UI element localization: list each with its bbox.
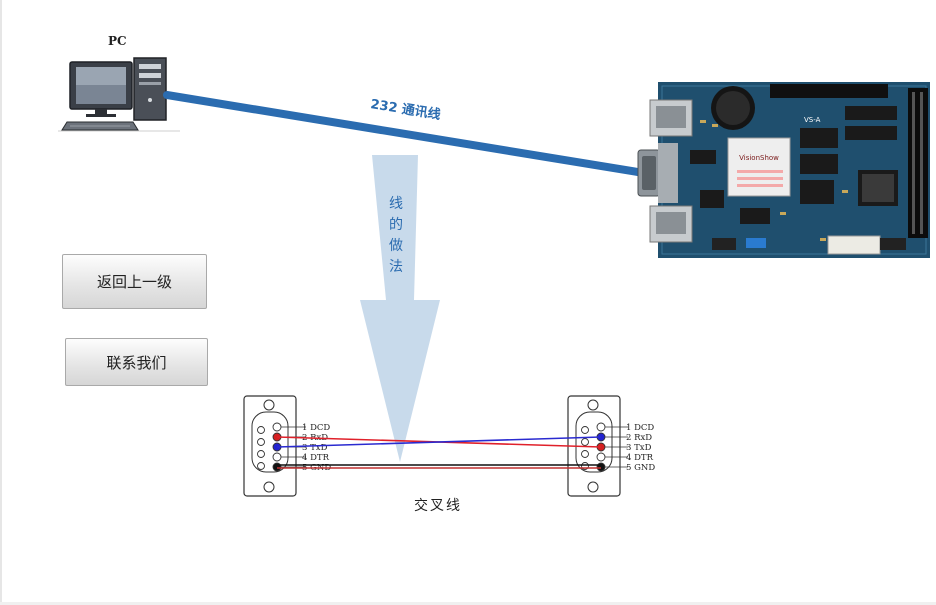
down-arrow: [360, 155, 440, 462]
right-pin-labels: 1 DCD 2 RxD 3 TxD 4 DTR 5 GND: [626, 423, 655, 473]
page-frame-left: [0, 0, 2, 605]
left-pin-label: 4 DTR: [302, 453, 330, 463]
board-brand-text: VisionShow: [739, 154, 779, 162]
arrow-label-char: 法: [389, 259, 403, 275]
arrow-label: 线 的 做 法: [389, 196, 403, 275]
arrow-label-char: 线: [389, 196, 403, 212]
pc-computer-icon: [58, 57, 180, 132]
rs232-cable: [163, 91, 654, 178]
left-pin-label: 1 DCD: [302, 423, 330, 433]
controller-board-image: VisionShow VS-A: [637, 82, 930, 258]
pc-label: PC: [108, 34, 127, 48]
left-pin-label: 3 TxD: [302, 443, 328, 453]
right-pin-label: 2 RxD: [626, 433, 652, 443]
arrow-label-char: 的: [389, 217, 403, 233]
contact-us-button[interactable]: 联系我们: [65, 338, 208, 386]
crossover-caption: 交叉线: [414, 498, 462, 514]
board-model-text: VS-A: [804, 116, 821, 124]
right-pin-label: 4 DTR: [626, 453, 654, 463]
wire-blue: [276, 436, 602, 448]
right-pin-label: 3 TxD: [626, 443, 652, 453]
left-db9-connector: [243, 395, 306, 497]
cable-label: 232 通讯线: [369, 96, 441, 123]
back-button[interactable]: 返回上一级: [62, 254, 207, 309]
crossover-wires: [276, 436, 602, 469]
arrow-label-char: 做: [389, 238, 403, 254]
page-frame-bottom: [0, 602, 936, 605]
right-pin-label: 1 DCD: [626, 423, 654, 433]
right-pin-label: 5 GND: [626, 463, 655, 473]
